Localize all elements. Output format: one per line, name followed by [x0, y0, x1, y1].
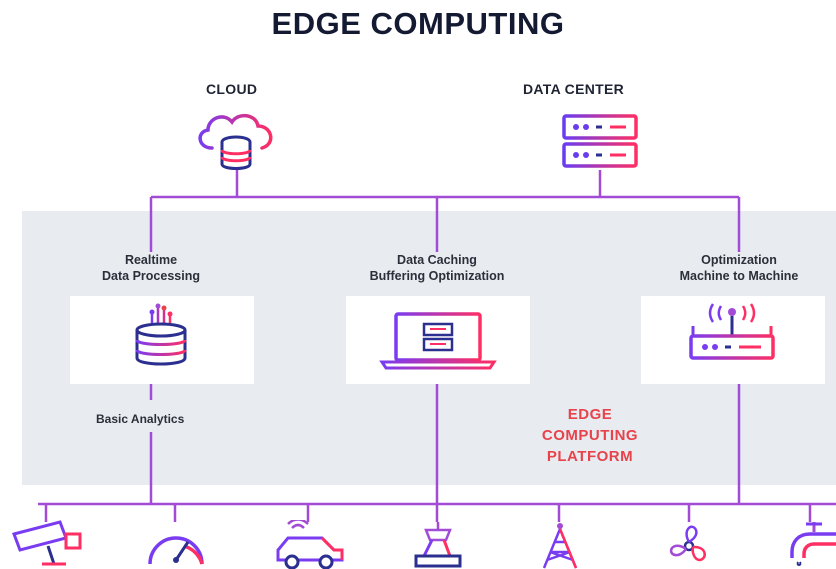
faucet-icon	[790, 522, 836, 566]
card-realtime	[70, 296, 254, 384]
speedometer-icon	[148, 536, 204, 565]
page-title: EDGE COMPUTING	[271, 6, 565, 41]
wireless-router-icon	[689, 303, 775, 360]
card-optimization	[641, 296, 825, 384]
laptop-server-icon	[379, 312, 497, 370]
column-label-caching: Data Caching Buffering Optimization	[369, 253, 505, 283]
database-chip-icon	[135, 303, 187, 366]
column-label-optimization: Optimization Machine to Machine	[679, 253, 799, 283]
column-label-realtime: Realtime Data Processing	[102, 253, 200, 283]
edge-platform-label: EDGE COMPUTING PLATFORM	[541, 406, 639, 465]
card-caching	[346, 296, 530, 384]
cell-tower-icon	[542, 523, 578, 569]
fan-icon	[669, 525, 706, 562]
server-rack-icon	[562, 114, 638, 168]
cloud-database-icon	[198, 113, 273, 170]
cloud-label: CLOUD	[206, 81, 258, 97]
security-camera-icon	[12, 520, 82, 566]
connected-car-icon	[276, 520, 344, 569]
data-center-label: DATA CENTER	[523, 81, 625, 97]
basic-analytics-label: Basic Analytics	[96, 412, 185, 426]
robot-arm-icon	[414, 522, 462, 568]
